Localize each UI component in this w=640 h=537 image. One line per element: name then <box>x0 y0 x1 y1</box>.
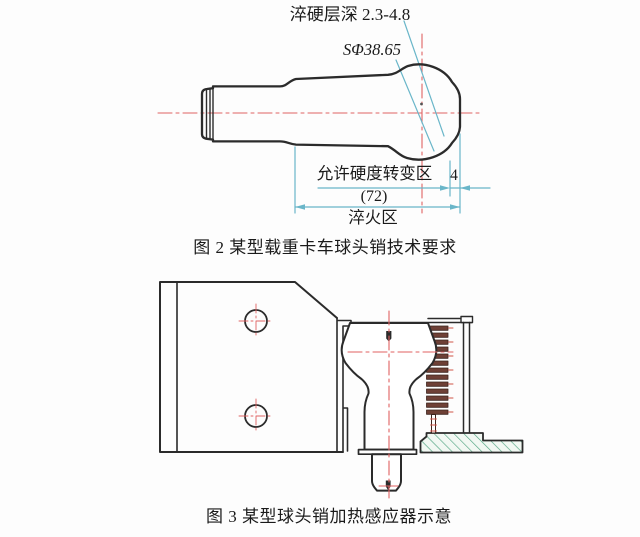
label-hardened-layer-depth: 淬硬层深 2.3-4.8 <box>289 5 411 24</box>
arrow-4-left <box>460 185 470 191</box>
fig3-base-plate <box>419 432 524 454</box>
bracket-outline <box>159 281 344 453</box>
fig3-coil <box>426 325 449 434</box>
fig2-dimensions <box>294 20 491 214</box>
label-hardness-transition-zone: 允许硬度转变区 <box>316 164 433 183</box>
coil-turn <box>426 367 449 373</box>
figure3-caption: 图 3 某型球头销加热感应器示意 <box>206 507 452 526</box>
leader-hardened-layer <box>403 20 445 137</box>
figure2-caption: 图 2 某型载重卡车球头销技术要求 <box>193 238 457 257</box>
coil-turn <box>426 374 449 380</box>
arrow-72-right <box>450 204 460 210</box>
label-dim-4: 4 <box>450 167 458 184</box>
fig2-arrowheads <box>295 185 470 210</box>
coil-turn <box>426 388 449 394</box>
fig3-hole-crosshairs <box>238 303 274 434</box>
label-sphere-diameter: SΦ38.65 <box>343 40 401 59</box>
crosshair-hole-bottom <box>238 398 274 434</box>
ball-stud-outline <box>200 63 462 161</box>
coil-lead-tail <box>431 414 436 434</box>
inductor-side-board <box>462 321 471 434</box>
crosshair-hole-top <box>238 303 274 339</box>
label-dim-72: (72) <box>360 188 388 205</box>
fig3-centerlines <box>347 310 454 499</box>
base-plate-hatch <box>419 432 524 454</box>
arrow-72-left <box>295 204 305 210</box>
fig2-ball-stud <box>200 63 462 161</box>
arrow-transition-right <box>440 185 450 191</box>
coil-turn <box>426 381 449 387</box>
ball-center-mark <box>420 102 423 106</box>
coil-turn <box>426 402 449 408</box>
coil-red-hatch <box>430 327 454 432</box>
leader-sphere-diameter <box>395 59 435 152</box>
label-quench-zone: 淬火区 <box>348 208 398 227</box>
fig3-bracket <box>159 281 352 453</box>
coil-turn <box>426 395 449 401</box>
inductor-top-cap <box>460 315 474 324</box>
inductor-top-plate <box>350 317 473 324</box>
coil-turn <box>426 409 449 415</box>
fig3-coil-red-ticks <box>430 327 454 432</box>
figure3-drawing <box>159 281 524 499</box>
stud-threaded-tip <box>371 453 402 492</box>
thread-end-rings <box>205 87 214 141</box>
figure2-drawing <box>157 20 491 214</box>
